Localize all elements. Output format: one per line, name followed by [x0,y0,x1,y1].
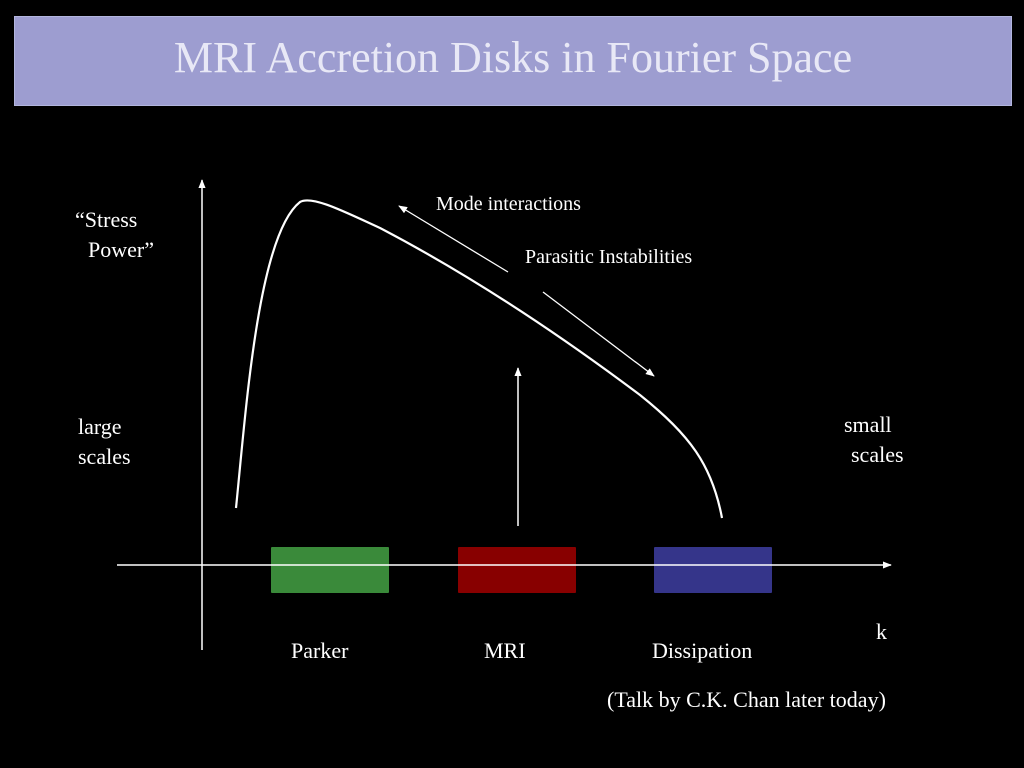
mri-box [458,547,576,593]
footnote: (Talk by C.K. Chan later today) [607,687,886,712]
slide-title: MRI Accretion Disks in Fourier Space [173,33,853,82]
parker-label: Parker [291,638,349,663]
large-scales-label: large scales [78,412,131,472]
parasitic-instabilities-label: Parasitic Instabilities [525,246,693,268]
y-axis-label: “Stress Power” [75,205,154,265]
mode-interactions-arrow [398,205,509,273]
small-scales-label: small scales [844,410,904,470]
small-scales-line-2: scales [851,442,904,467]
y-axis-label-line-2: Power” [88,237,154,262]
small-scales-line-1: small [844,412,892,437]
title-bar: MRI Accretion Disks in Fourier Space [14,16,1012,106]
mri-label: MRI [484,638,526,663]
stress-power-curve [234,199,724,519]
parasitic-instabilities-arrow [542,291,655,377]
mode-interactions-label: Mode interactions [436,193,581,215]
y-axis-label-line-1: “Stress [75,207,138,232]
large-scales-line-1: large [78,414,122,439]
large-scales-line-2: scales [78,444,131,469]
dissipation-label: Dissipation [652,638,753,663]
x-axis-label: k [876,619,887,644]
parker-box [271,547,389,593]
dissipation-box [654,547,772,593]
